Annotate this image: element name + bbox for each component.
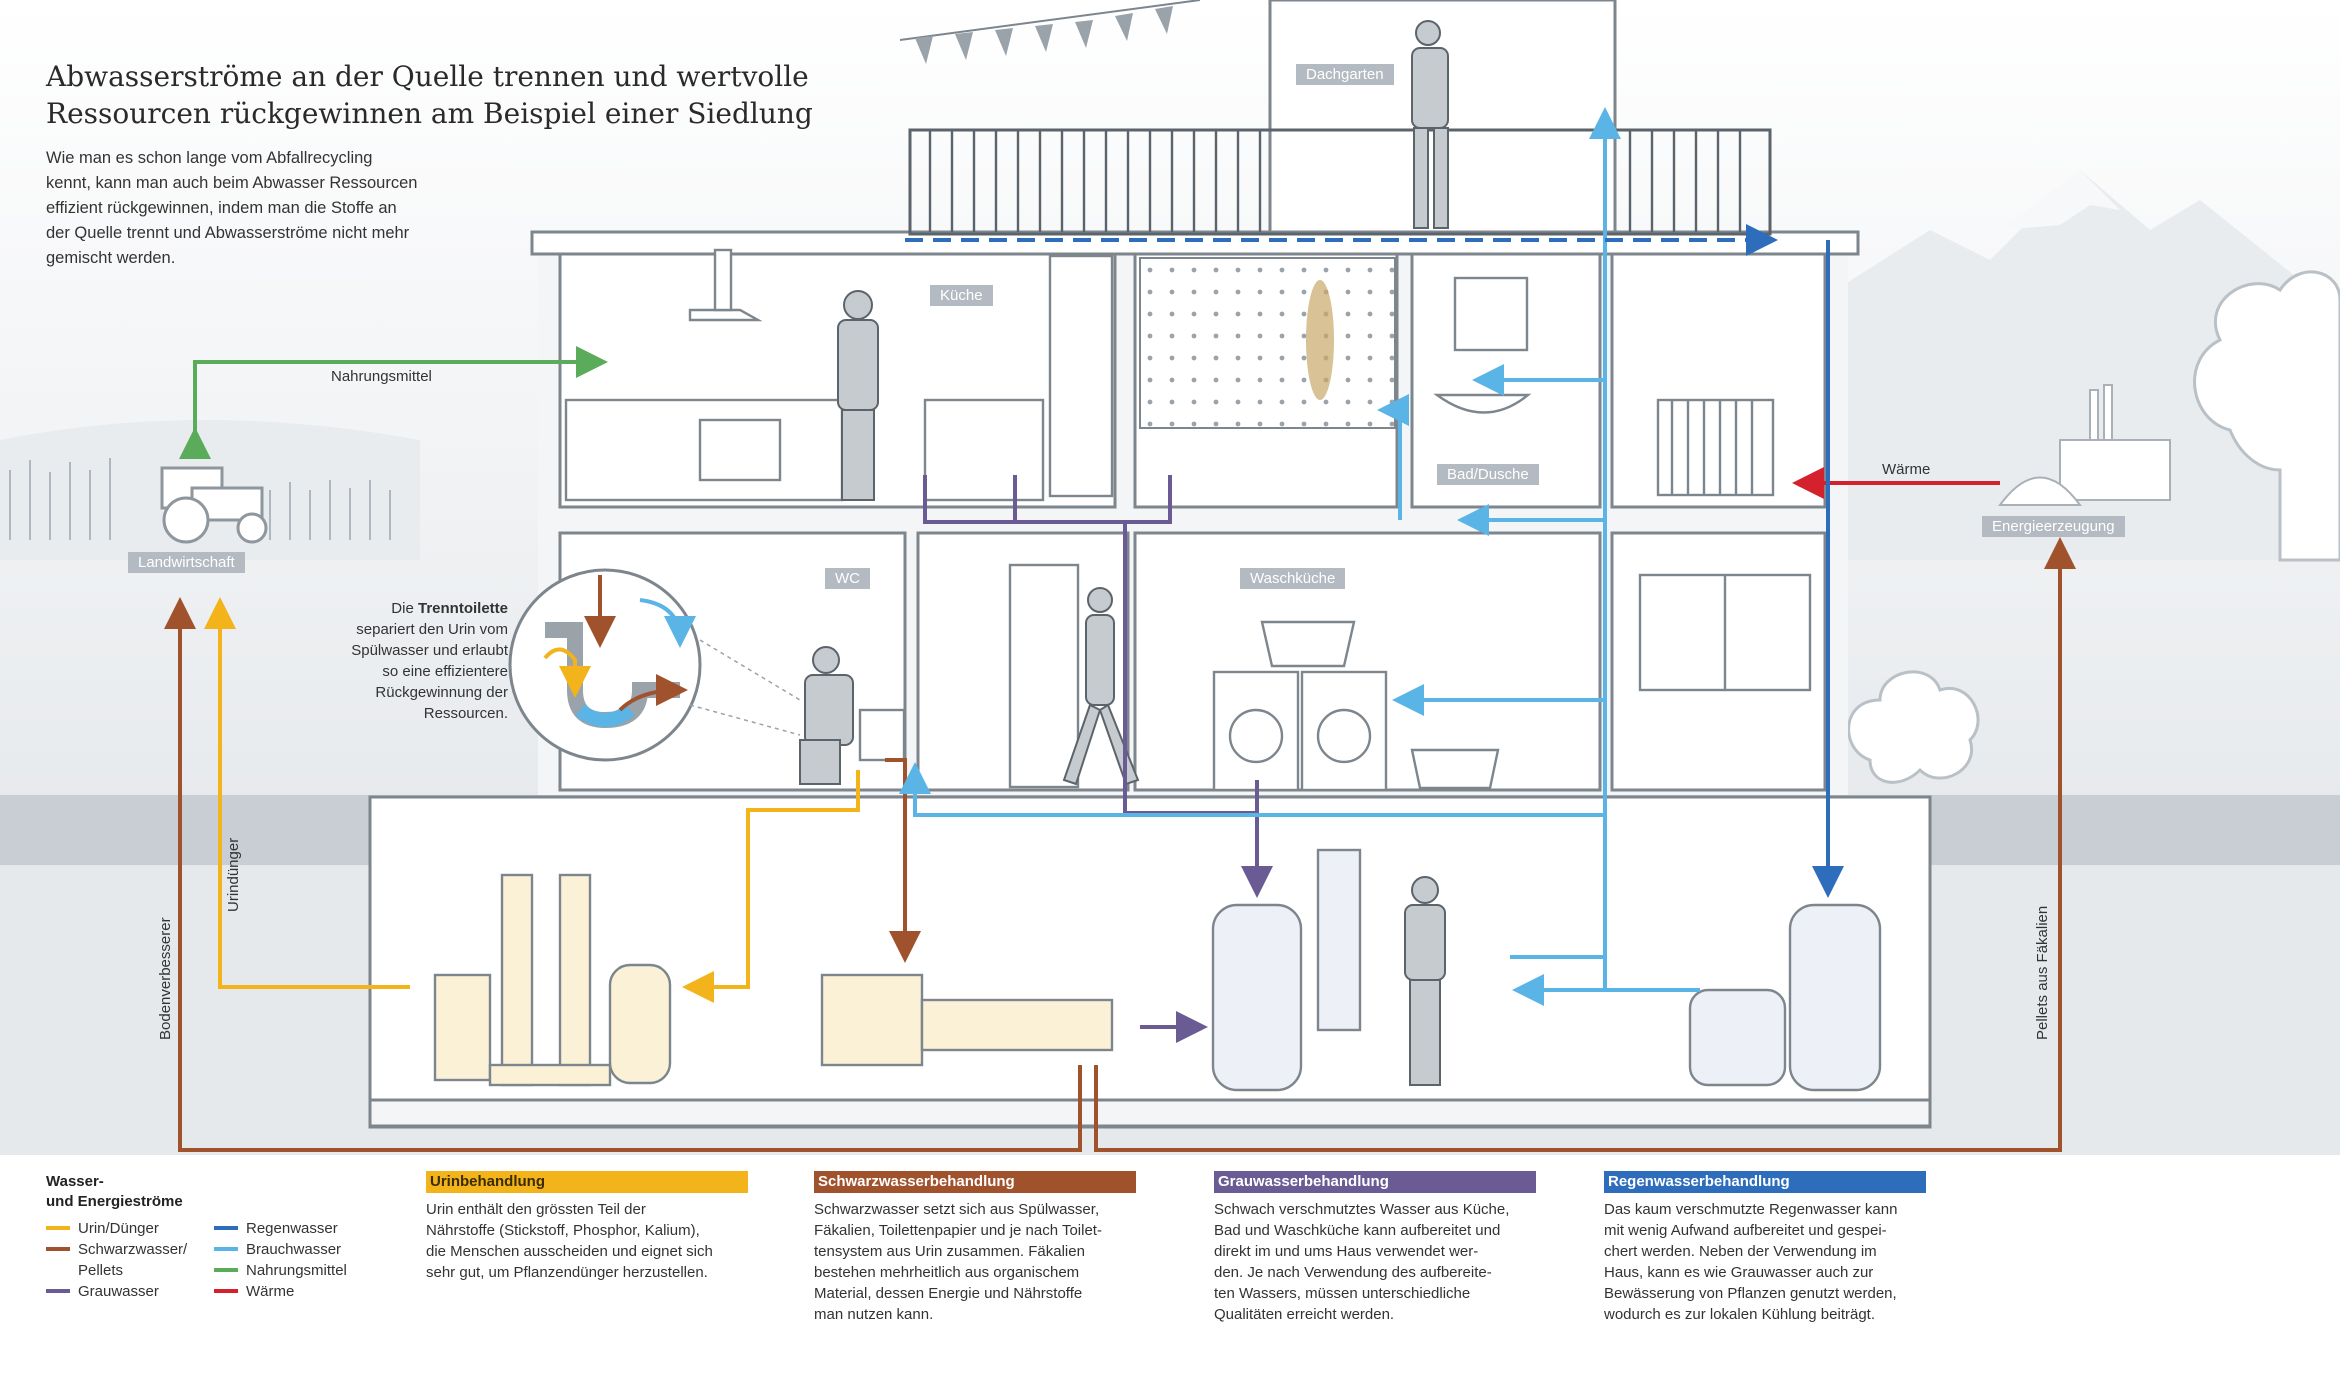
legend-label: Schwarzwasser/ Pellets <box>78 1241 188 1279</box>
title-line: Abwasserströme an der Quelle trennen und… <box>46 60 809 93</box>
note-line: Rückgewinnung der <box>375 684 508 701</box>
intro-line: effizient rückgewinnen, indem man die St… <box>46 199 397 217</box>
note-pre: Die <box>391 600 418 617</box>
intro-line: der Quelle trennt und Abwasserströme nic… <box>46 224 410 242</box>
legend-item-waerme: Wärme <box>214 1281 394 1302</box>
section-line: bestehen mehrheitlich aus organischem <box>814 1264 1080 1281</box>
legend-label: Grauwasser <box>78 1283 159 1300</box>
section-line: Qualitäten erreicht werden. <box>1214 1306 1395 1323</box>
section-line: Schwarzwasser setzt sich aus Spülwasser, <box>814 1201 1100 1218</box>
section-body: Urin enthält den grössten Teil der Nährs… <box>426 1199 748 1283</box>
note-line: so eine effizientere <box>382 663 508 680</box>
section-line: direkt im und ums Haus verwendet wer- <box>1214 1243 1479 1260</box>
note-bold: Trenntoilette <box>417 600 508 617</box>
section-grauwasserbehandlung: Grauwasserbehandlung Schwach verschmutzt… <box>1214 1171 1536 1325</box>
legend-label: Urin/Dünger <box>78 1220 159 1237</box>
section-line: Material, dessen Energie und Nährstoffe <box>814 1285 1083 1302</box>
legend-item-nahrungsmittel: Nahrungsmittel <box>214 1260 394 1281</box>
label-energieerzeugung: Energieerzeugung <box>1982 516 2125 537</box>
section-line: Bad und Waschküche kann aufbereitet und <box>1214 1222 1501 1239</box>
note-line: separiert den Urin vom <box>356 621 508 638</box>
title-line: Ressourcen rückgewinnen am Beispiel eine… <box>46 97 813 130</box>
section-line: ten Wassers, müssen unterschiedliche <box>1214 1285 1471 1302</box>
legend-label: Nahrungsmittel <box>246 1262 347 1279</box>
section-line: Schwach verschmutztes Wasser aus Küche, <box>1214 1201 1510 1218</box>
section-regenwasserbehandlung: Regenwasserbehandlung Das kaum verschmut… <box>1604 1171 1926 1325</box>
section-line: chert werden. Neben der Verwendung im <box>1604 1243 1877 1260</box>
legend-item-regenwasser: Regenwasser <box>214 1218 394 1239</box>
section-line: man nutzen kann. <box>814 1306 934 1323</box>
section-line: wodurch es zur lokalen Kühlung beiträgt. <box>1604 1306 1875 1323</box>
intro-line: Wie man es schon lange vom Abfallrecycli… <box>46 149 373 167</box>
legend-title: Wasser- und Energieströme <box>46 1172 183 1212</box>
legend-label: Wärme <box>246 1283 295 1300</box>
legend-column-1: Urin/Dünger Schwarzwasser/ Pellets Grauw… <box>46 1218 206 1302</box>
note-first-line: Die Trenntoilette <box>290 598 508 619</box>
section-line: den. Je nach Verwendung des aufbereite- <box>1214 1264 1492 1281</box>
legend-label: Regenwasser <box>246 1220 338 1237</box>
room-label-wc: WC <box>825 568 870 589</box>
room-label-dachgarten: Dachgarten <box>1296 64 1394 85</box>
section-line: Urin enthält den grössten Teil der <box>426 1201 646 1218</box>
intro-text: Wie man es schon lange vom Abfallrecycli… <box>46 146 486 271</box>
legend-swatch <box>214 1226 238 1230</box>
legend-swatch <box>46 1247 70 1251</box>
page-title: Abwasserströme an der Quelle trennen und… <box>46 58 813 132</box>
intro-line: gemischt werden. <box>46 249 176 267</box>
section-body: Schwach verschmutztes Wasser aus Küche, … <box>1214 1199 1536 1325</box>
section-line: mit wenig Aufwand aufbereitet und gespei… <box>1604 1222 1887 1239</box>
section-line: Fäkalien, Toilettenpapier und je nach To… <box>814 1222 1102 1239</box>
section-heading: Grauwasserbehandlung <box>1214 1171 1536 1193</box>
legend-swatch <box>46 1289 70 1293</box>
section-line: die Menschen ausscheiden und eignet sich <box>426 1243 713 1260</box>
section-heading: Urinbehandlung <box>426 1171 748 1193</box>
section-line: sehr gut, um Pflanzendünger herzustellen… <box>426 1264 708 1281</box>
section-heading: Regenwasserbehandlung <box>1604 1171 1926 1193</box>
room-label-bad-dusche: Bad/Dusche <box>1437 464 1539 485</box>
legend-column-2: Regenwasser Brauchwasser Nahrungsmittel … <box>214 1218 394 1302</box>
legend-item-urin: Urin/Dünger <box>46 1218 206 1239</box>
flow-label-urinduenger: Urindünger <box>225 837 242 912</box>
legend-title-line: und Energieströme <box>46 1193 183 1210</box>
section-body: Schwarzwasser setzt sich aus Spülwasser,… <box>814 1199 1136 1325</box>
legend-swatch <box>214 1289 238 1293</box>
section-urinbehandlung: Urinbehandlung Urin enthält den grössten… <box>426 1171 748 1283</box>
legend-item-grauwasser: Grauwasser <box>46 1281 206 1302</box>
label-landwirtschaft: Landwirtschaft <box>128 552 245 573</box>
section-heading: Schwarzwasserbehandlung <box>814 1171 1136 1193</box>
legend-item-schwarzwasser: Schwarzwasser/ Pellets <box>46 1239 206 1281</box>
section-line: tensystem aus Urin zusammen. Fäkalien <box>814 1243 1085 1260</box>
flow-label-waerme: Wärme <box>1882 461 1931 478</box>
note-line: Spülwasser und erlaubt <box>351 642 508 659</box>
room-label-kueche: Küche <box>930 285 993 306</box>
legend-label: Brauchwasser <box>246 1241 342 1258</box>
section-line: Bewässerung von Pflanzen genutzt werden, <box>1604 1285 1897 1302</box>
section-schwarzwasserbehandlung: Schwarzwasserbehandlung Schwarzwasser se… <box>814 1171 1136 1325</box>
note-line: Ressourcen. <box>423 705 508 722</box>
legend-swatch <box>214 1247 238 1251</box>
intro-line: kennt, kann man auch beim Abwasser Resso… <box>46 174 418 192</box>
room-label-waschkueche: Waschküche <box>1240 568 1346 589</box>
section-line: Haus, kann es wie Grauwasser auch zur <box>1604 1264 1874 1281</box>
section-line: Das kaum verschmutzte Regenwasser kann <box>1604 1201 1898 1218</box>
section-line: Nährstoffe (Stickstoff, Phosphor, Kalium… <box>426 1222 700 1239</box>
legend-item-brauchwasser: Brauchwasser <box>214 1239 394 1260</box>
flow-label-pellets: Pellets aus Fäkalien <box>2034 905 2051 1040</box>
trenntoilette-note: Die Trenntoilette separiert den Urin vom… <box>290 598 508 724</box>
legend-title-line: Wasser- <box>46 1173 104 1190</box>
legend-swatch <box>214 1268 238 1272</box>
flow-label-bodenverbesserer: Bodenverbesserer <box>157 917 174 1040</box>
flow-label-nahrungsmittel: Nahrungsmittel <box>331 368 432 385</box>
section-body: Das kaum verschmutzte Regenwasser kann m… <box>1604 1199 1926 1325</box>
legend-swatch <box>46 1226 70 1230</box>
